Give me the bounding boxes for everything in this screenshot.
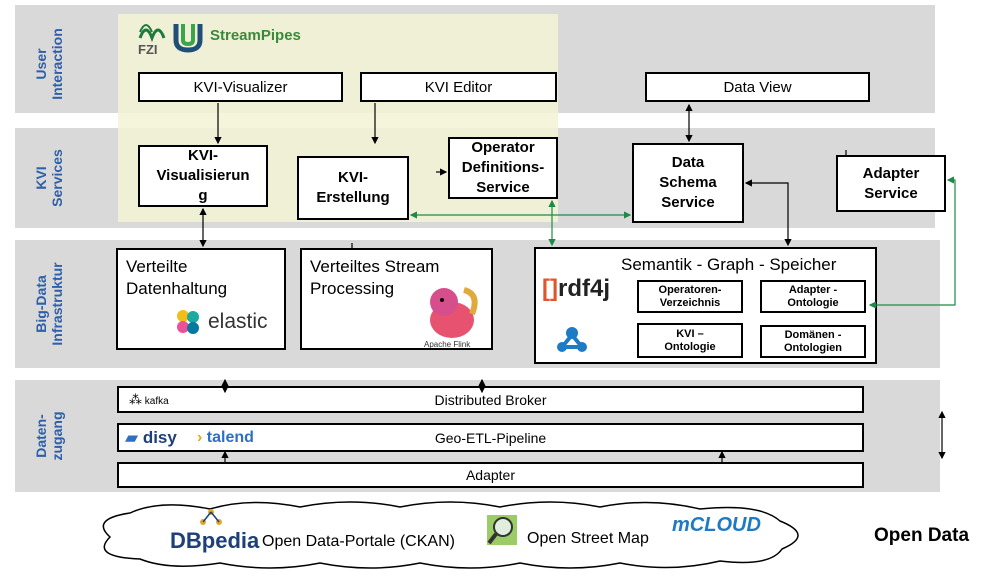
data-view-label: Data View	[723, 78, 792, 96]
layer-label-datenzugang: Daten- zugang	[33, 411, 65, 461]
verteilte-datenhaltung-box[interactable]: Verteilte Datenhaltung elastic	[116, 248, 286, 350]
data-schema-service-label: Data Schema Service	[659, 154, 717, 211]
kvi-ontologie-box[interactable]: KVI – Ontologie	[637, 323, 743, 358]
dbpedia-logo-text: DBpedia	[170, 528, 260, 553]
mcloud-logo: mCLOUD	[672, 514, 761, 537]
dbpedia-icon	[200, 509, 222, 525]
operatoren-verzeichnis-label: Operatoren- Verzeichnis	[658, 283, 722, 309]
distributed-broker-bar[interactable]: Distributed Broker ⁂ kafka	[117, 386, 864, 413]
operator-definitions-service-box[interactable]: Operator Definitions- Service	[448, 137, 558, 199]
graph-network-icon	[557, 327, 587, 352]
kvi-erstellung-box[interactable]: KVI- Erstellung	[297, 156, 409, 220]
elastic-logo-text: elastic	[208, 310, 268, 333]
layer-label-big-data: Big-Data Infrastruktur	[33, 262, 65, 346]
open-data-portale-label: Open Data-Portale (CKAN)	[262, 533, 455, 550]
stream-processing-box[interactable]: Verteiltes Stream Processing Apache Flin…	[300, 248, 493, 350]
disy-icon: ▰	[125, 428, 139, 447]
adapter-service-box[interactable]: Adapter Service	[836, 155, 946, 212]
dbpedia-logo: DBpedia	[170, 508, 259, 553]
streampipes-logo: StreamPipes	[170, 18, 310, 56]
fzi-logo: FZI	[136, 18, 166, 58]
kvi-visualisierung-box[interactable]: KVI- Visualisierun g	[138, 145, 268, 207]
kafka-icon: ⁂	[129, 392, 142, 407]
stream-processing-label: Verteiltes Stream Processing	[310, 257, 440, 298]
domaenen-ontologien-label: Domänen - Ontologien	[783, 328, 843, 354]
apache-flink-text: Apache Flink	[424, 340, 471, 349]
rdf4j-logo-text: rdf4j	[557, 275, 610, 302]
open-data-label: Open Data	[874, 525, 970, 546]
domaenen-ontologien-box[interactable]: Domänen - Ontologien	[760, 325, 866, 358]
mcloud-logo-text: mCLOUD	[672, 514, 761, 536]
flink-squirrel-icon	[430, 287, 478, 338]
streampipes-icon	[173, 24, 203, 53]
kvi-ontologie-label: KVI – Ontologie	[664, 327, 716, 353]
fzi-wave-icon	[138, 24, 166, 43]
kvi-erstellung-label: KVI- Erstellung	[316, 169, 390, 206]
layer-label-user-interaction: User Interaction	[33, 28, 65, 100]
osm-magnifier-icon	[487, 515, 517, 545]
talend-logo: › talend	[197, 429, 254, 447]
operator-definitions-service-label: Operator Definitions- Service	[461, 139, 545, 196]
verteilte-datenhaltung-label: Verteilte Datenhaltung	[126, 257, 228, 298]
adapter-bar-label: Adapter	[465, 467, 516, 483]
kafka-logo: ⁂ kafka	[129, 392, 169, 408]
operatoren-verzeichnis-box[interactable]: Operatoren- Verzeichnis	[637, 280, 743, 313]
geo-etl-pipeline-bar[interactable]: Geo-ETL-Pipeline ▰ disy › talend	[117, 423, 864, 452]
layer-label-kvi-services: KVI Services	[33, 149, 65, 207]
kafka-logo-text: kafka	[144, 396, 169, 407]
semantik-title: Semantik - Graph - Speicher	[621, 255, 837, 274]
data-schema-service-box[interactable]: Data Schema Service	[632, 143, 744, 223]
open-street-map-label: Open Street Map	[527, 530, 649, 547]
adapter-service-label: Adapter Service	[862, 164, 920, 202]
adapter-ontologie-box[interactable]: Adapter - Ontologie	[760, 280, 866, 313]
open-data-cloud	[102, 501, 799, 569]
adapter-ontologie-label: Adapter - Ontologie	[787, 283, 839, 309]
disy-logo: ▰ disy	[125, 428, 177, 448]
geo-etl-pipeline-label: Geo-ETL-Pipeline	[434, 429, 547, 446]
distributed-broker-label: Distributed Broker	[434, 391, 547, 408]
rdf4j-bracket-icon: []	[542, 275, 558, 302]
talend-icon: ›	[197, 429, 203, 446]
elastic-icon	[177, 310, 199, 334]
kvi-visualisierung-label: KVI- Visualisierun g	[156, 147, 250, 204]
fzi-logo-text: FZI	[138, 42, 158, 57]
talend-logo-text: talend	[206, 429, 254, 446]
kvi-visualizer-box[interactable]: KVI-Visualizer	[138, 72, 343, 102]
data-view-box[interactable]: Data View	[645, 72, 870, 102]
kvi-editor-label: KVI Editor	[424, 78, 493, 96]
kvi-visualizer-label: KVI-Visualizer	[193, 78, 288, 96]
disy-logo-text: disy	[142, 428, 177, 447]
streampipes-logo-text: StreamPipes	[210, 27, 301, 44]
adapter-bar[interactable]: Adapter	[117, 462, 864, 488]
kvi-editor-box[interactable]: KVI Editor	[360, 72, 557, 102]
rdf4j-logo: []rdf4j	[542, 275, 610, 303]
